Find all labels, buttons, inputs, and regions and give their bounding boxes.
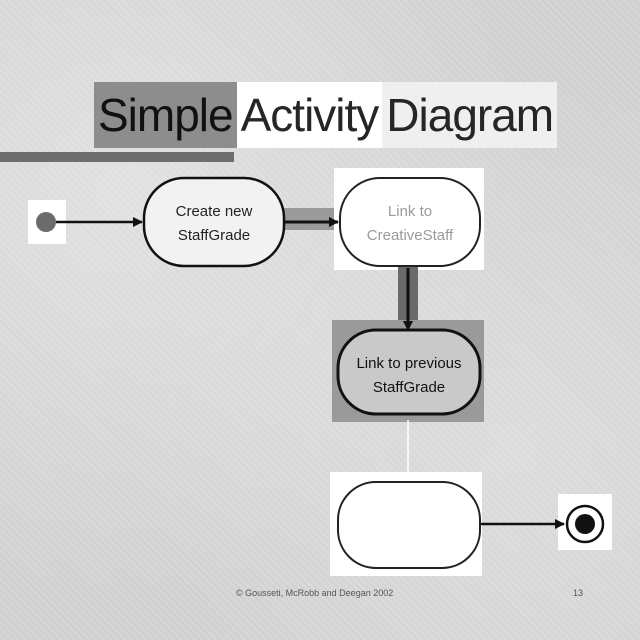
node-label-line-1: Link to previous — [356, 355, 461, 372]
node-label-line-2: StaffGrade — [373, 379, 445, 396]
initial-node — [36, 212, 56, 232]
title-word-simple: Simple — [94, 82, 237, 148]
page-number: 13 — [573, 588, 584, 598]
node-label-line-2: CreativeStaff — [367, 227, 454, 244]
final-node — [565, 504, 605, 544]
node-label-line-2: StaffGrade — [178, 227, 250, 244]
activity-node-link-previous-staffgrade: Link to previous StaffGrade — [336, 328, 482, 416]
activity-node-link-creativestaff: Link to CreativeStaff — [339, 177, 481, 267]
footer-copyright: © Gousseti, McRobb and Deegan 2002 — [236, 588, 394, 598]
node-label-line-1: Link to — [388, 203, 432, 220]
slide-footer: © Gousseti, McRobb and Deegan 2002 13 — [0, 588, 640, 604]
title-word-activity: Activity — [236, 82, 383, 148]
title-underline-bar — [0, 152, 234, 162]
highlight-transition-create-to-link — [284, 208, 334, 230]
activity-node-blank — [337, 481, 481, 569]
activity-node-create-staffgrade: Create new StaffGrade — [142, 176, 286, 268]
title-word-diagram: Diagram — [382, 82, 558, 148]
slide-title: Simple Activity Diagram — [94, 82, 558, 148]
node-label-line-1: Create new — [176, 203, 253, 220]
